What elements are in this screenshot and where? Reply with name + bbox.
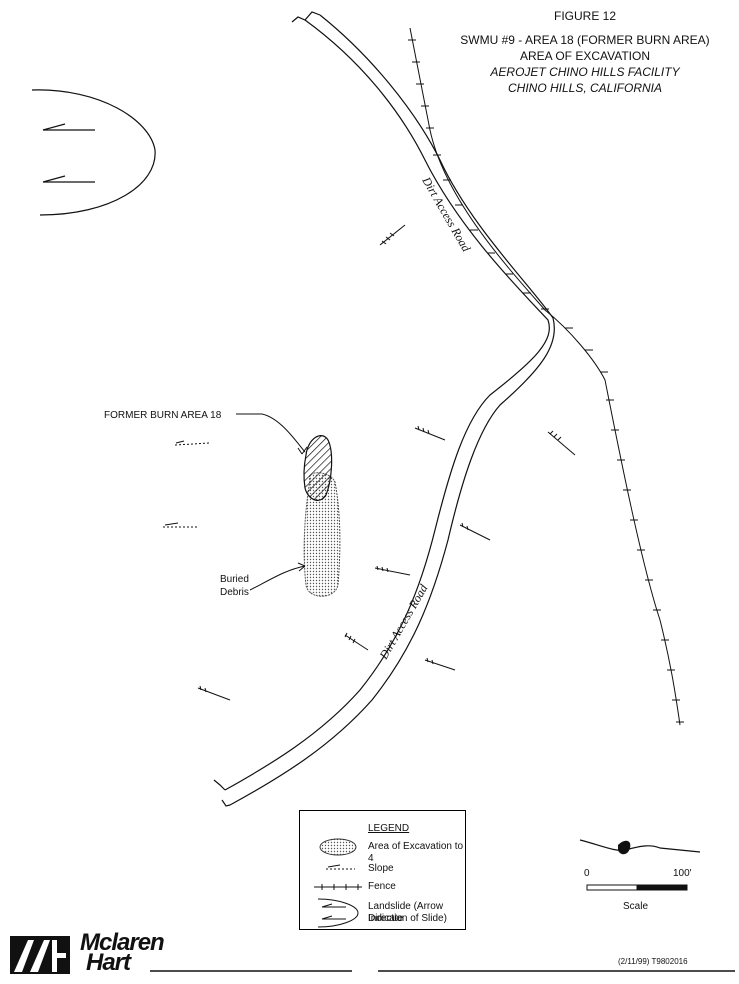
title-line-2: AREA OF EXCAVATION [519,49,651,63]
slope-icon [163,224,576,701]
scale-orientation-icon [579,839,701,853]
figure-number: FIGURE 12 [553,9,616,23]
excavation-area [303,435,341,597]
former-burn-area-label: FORMER BURN AREA 18 [104,410,222,421]
title-block: FIGURE 12 SWMU #9 - AREA 18 (FORMER BURN… [440,8,730,96]
dirt-access-road [213,11,555,807]
leader-lines [236,413,308,591]
road-label-lower: Dirt Access Road [376,581,431,662]
legend: LEGEND Area of Excavation to 4 Slope Fen… [299,810,466,930]
title-line-4: CHINO HILLS, CALIFORNIA [507,81,663,95]
title-line-1: SWMU #9 - AREA 18 (FORMER BURN AREA) [460,33,710,47]
legend-landslide-label-2: Direction of Slide) [368,913,447,924]
legend-fence-label: Fence [368,881,396,892]
legend-landslide-label-1: Landslide (Arrow Indicate [368,901,444,924]
legend-title: LEGEND [368,823,410,834]
company-logo-text: Mclaren Hart [80,929,165,976]
title-line-3: AEROJET CHINO HILLS FACILITY [490,65,680,79]
legend-symbols [314,838,362,928]
former-burn-area-shape [303,435,333,501]
landslide-icon [31,89,156,216]
scale-bar [579,839,701,891]
road-label-upper: Dirt Access Road [419,174,474,255]
logo-line-1: Mclaren [80,929,165,956]
buried-debris-label-2: Debris [220,587,249,598]
scale-max-label: 100' [673,868,692,879]
mclaren-hart-logo-icon [10,936,70,974]
legend-slope-label: Slope [368,863,394,874]
date-code: (2/11/99) T9802016 [618,957,688,966]
fence-icon [408,27,684,726]
legend-fence-icon [314,884,362,890]
legend-excavation-label: Area of Excavation to 4 [368,841,464,864]
logo-line-2: Hart [86,949,131,976]
scale-zero-label: 0 [584,868,590,879]
legend-slope-icon [326,864,355,870]
legend-excavation-icon [319,838,357,856]
legend-landslide-icon [317,898,359,928]
buried-debris-label-1: Buried [220,574,249,585]
scale-label: Scale [623,901,649,912]
